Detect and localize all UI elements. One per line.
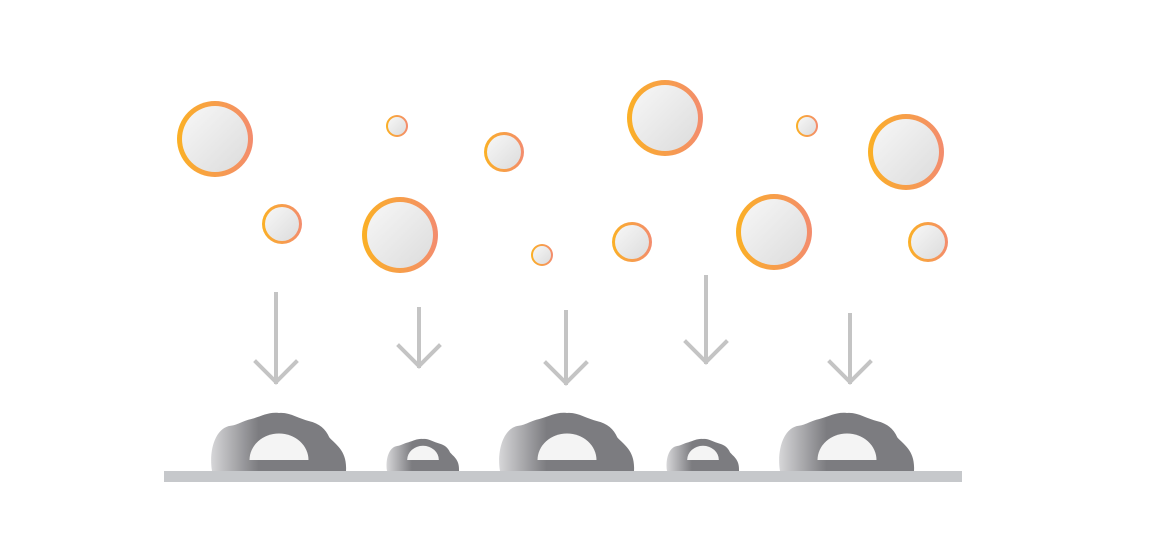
falling-particles <box>177 80 948 273</box>
deposit-cavity <box>407 445 439 460</box>
deposit-mound-icon <box>666 438 740 471</box>
down-arrow-icon <box>543 310 589 386</box>
particle-sphere-icon <box>386 115 408 137</box>
particle-sphere-icon <box>362 197 438 273</box>
particle-sphere-icon <box>627 80 703 156</box>
deposit-mound-icon <box>779 412 915 471</box>
particle-sphere-icon <box>736 194 812 270</box>
substrate-bar <box>164 471 962 482</box>
deposit-mound-icon <box>499 412 635 471</box>
deposit-cavity <box>687 445 719 460</box>
particle-sphere-icon <box>868 114 944 190</box>
deposit-cavity <box>537 433 597 460</box>
deposit-mound-icon <box>386 438 460 471</box>
deposit-cavity <box>817 433 877 460</box>
deposits-on-substrate <box>211 412 915 471</box>
down-arrow-icon <box>396 307 442 369</box>
particle-sphere-icon <box>612 222 652 262</box>
particle-sphere-icon <box>531 244 553 266</box>
particle-sphere-icon <box>262 204 302 244</box>
deposition-arrows <box>253 275 873 386</box>
deposit-cavity <box>249 433 309 460</box>
particle-sphere-icon <box>796 115 818 137</box>
down-arrow-icon <box>253 292 299 385</box>
particle-sphere-icon <box>177 101 253 177</box>
deposit-mound-icon <box>211 412 347 471</box>
particle-sphere-icon <box>908 222 948 262</box>
particle-sphere-icon <box>484 132 524 172</box>
down-arrow-icon <box>827 313 873 385</box>
down-arrow-icon <box>683 275 729 365</box>
